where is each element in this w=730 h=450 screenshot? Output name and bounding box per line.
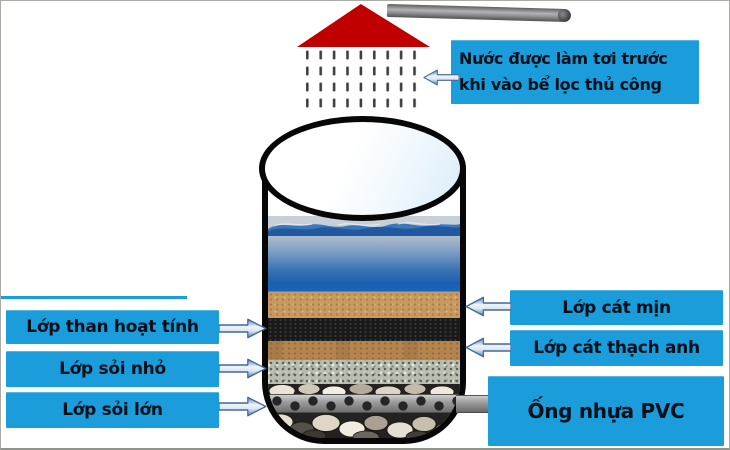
inlet-pipe [386,4,572,23]
label-activated-carbon: Lớp than hoạt tính [6,310,219,344]
quartz-sand-layer [268,341,460,359]
tank-opening [259,116,466,221]
small-gravel-layer [268,359,460,385]
label-large-gravel: Lớp sỏi lớn [6,392,219,428]
perforated-pvc-pipe [268,394,460,413]
label-pvc-pipe: Ống nhựa PVC [488,376,724,446]
label-fine-sand: Lớp cát mịn [510,290,723,325]
arrow-right-icon [219,358,267,379]
water-surface [268,216,460,236]
pvc-outlet-pipe [456,395,493,413]
note-line-1: Nước được làm tơi trước [459,48,668,68]
fine-sand-layer [268,291,460,321]
filter-tank [262,167,466,444]
arrow-left-icon [423,69,459,86]
arrow-right-icon [219,396,267,417]
arrow-right-icon [219,318,267,339]
label-water-loosened-note: Nước được làm tơi trước khi vào bể lọc t… [451,40,699,104]
note-line-2: khi vào bể lọc thủ công [459,75,662,94]
arrow-left-icon [465,337,511,358]
arrow-left-icon [465,296,511,317]
cropped-label-edge [1,296,187,299]
water-spray-icon [301,48,421,114]
label-quartz-sand: Lớp cát thạch anh [510,330,723,366]
activated-carbon-layer [268,318,460,341]
label-small-gravel: Lớp sỏi nhỏ [6,351,219,387]
water-layer [268,236,460,291]
pipe-end-cap [557,8,572,23]
